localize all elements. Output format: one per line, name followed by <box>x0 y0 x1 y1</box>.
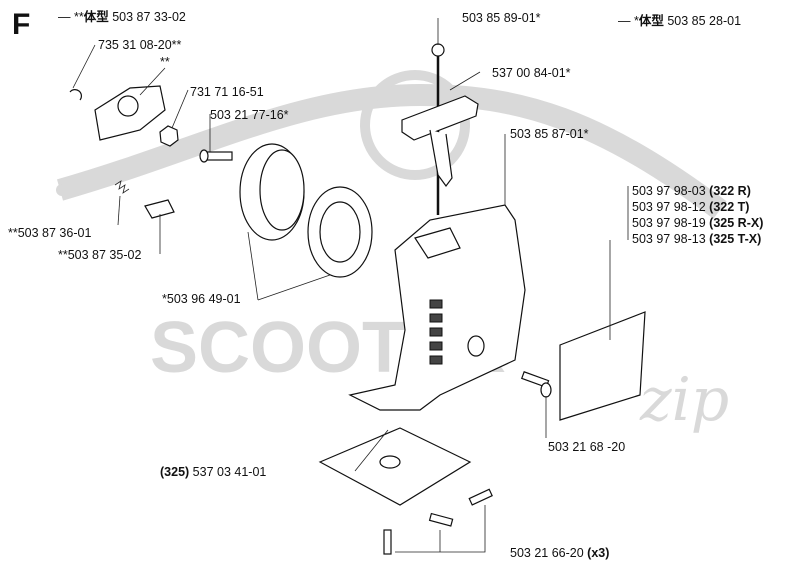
variant-model: (322 R) <box>709 184 751 198</box>
screws-label: 503 21 66-20 (x3) <box>510 546 609 560</box>
pawl-spring <box>114 180 130 194</box>
header-right-marker: — * <box>618 14 639 28</box>
decal <box>559 311 646 421</box>
screws-number: 503 21 66-20 <box>510 546 584 560</box>
part-label: 731 71 16-51 <box>190 85 264 99</box>
watermark-swoosh <box>56 83 727 219</box>
variant-number: 503 97 98-19 <box>632 216 706 230</box>
part-label: 503 85 89-01* <box>462 11 541 25</box>
plate-screw <box>468 488 493 506</box>
header-left-marker: — ** <box>58 10 84 24</box>
part-label: ** <box>160 55 170 69</box>
watermark-script: zip <box>639 365 729 435</box>
part-label: 503 21 68 -20 <box>548 440 626 454</box>
header-right-number: 503 85 28-01 <box>667 14 742 28</box>
header-right: — *体型 503 85 28-01 <box>618 14 741 28</box>
rope-knot <box>431 43 445 57</box>
housing-port <box>414 227 461 259</box>
housing-screw <box>520 371 552 398</box>
part-label: **503 87 35-02 <box>58 248 142 262</box>
starter-handle <box>401 95 479 141</box>
part-label: **503 87 36-01 <box>8 226 92 240</box>
plate-model: (325) <box>160 465 190 479</box>
screws-qty: (x3) <box>587 546 610 560</box>
variant-row: 503 97 98-13 (325 T-X) <box>632 232 763 246</box>
header-left-variant: 体型 <box>83 10 109 24</box>
housing-boss <box>467 335 485 357</box>
variant-number: 503 97 98-13 <box>632 232 706 246</box>
part-label: 503 85 87-01* <box>510 127 589 141</box>
variant-model: (322 T) <box>709 200 750 214</box>
plate-screw <box>428 512 454 527</box>
housing-vents <box>429 299 443 365</box>
watermark-emblem <box>360 70 470 180</box>
variant-model: (325 R-X) <box>709 216 764 230</box>
leader-lines <box>72 18 629 553</box>
pawl <box>144 199 175 219</box>
part-label: 503 21 77-16* <box>210 108 289 122</box>
plate-number: 537 03 41-01 <box>192 465 267 479</box>
plate-label: (325) 537 03 41-01 <box>160 465 266 479</box>
plate-boss <box>379 455 401 469</box>
header-right-variant: 体型 <box>638 14 664 28</box>
header-left: — **体型 503 87 33-02 <box>58 10 186 24</box>
pulley-screw <box>199 149 233 163</box>
recoil-spring-coil <box>319 201 361 263</box>
variant-row: 503 97 98-12 (322 T) <box>632 200 763 214</box>
variant-model: (325 T-X) <box>709 232 762 246</box>
header-left-number: 503 87 33-02 <box>112 10 186 24</box>
variant-number: 503 97 98-03 <box>632 184 706 198</box>
watermark-dot <box>56 184 68 196</box>
part-label: 735 31 08-20** <box>98 38 182 52</box>
handle-grip <box>429 129 453 188</box>
hex-nut <box>159 125 179 147</box>
pawl-hub <box>117 95 139 117</box>
starter-pulley-inner <box>259 149 305 231</box>
plate-screw <box>383 529 392 555</box>
variant-list: 503 97 98-03 (322 R) 503 97 98-12 (322 T… <box>632 184 763 246</box>
retaining-ring <box>69 89 82 101</box>
part-label: *503 96 49-01 <box>162 292 241 306</box>
variant-number: 503 97 98-12 <box>632 200 706 214</box>
variant-row: 503 97 98-19 (325 R-X) <box>632 216 763 230</box>
section-letter: F <box>12 8 31 41</box>
variant-row: 503 97 98-03 (322 R) <box>632 184 763 198</box>
part-label: 537 00 84-01* <box>492 66 571 80</box>
